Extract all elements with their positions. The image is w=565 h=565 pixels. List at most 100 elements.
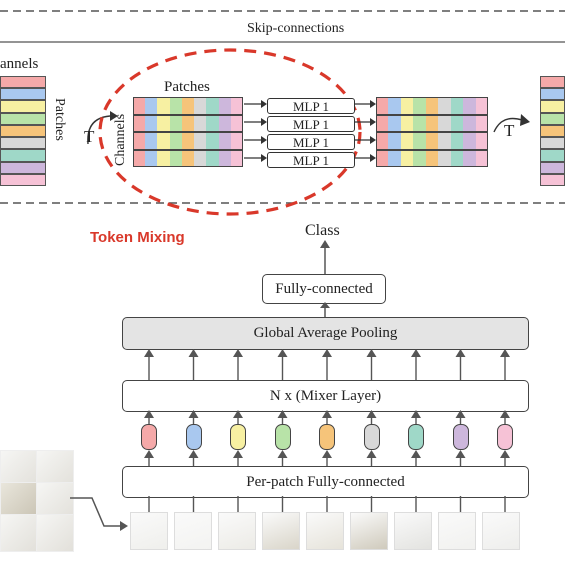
class-arrow-icon: [320, 240, 330, 274]
channel-row: [133, 97, 243, 115]
mlp-1-box: MLP 1: [267, 152, 355, 168]
channel-stripe: [0, 112, 46, 125]
patch-token: [408, 424, 424, 450]
arrow-icon: [322, 349, 332, 357]
arrow-icon: [144, 349, 154, 357]
arrow-icon: [455, 410, 466, 418]
output-table: [376, 97, 488, 167]
arrow-icon: [370, 100, 376, 108]
channel-row: [133, 114, 243, 132]
mlp-1-box: MLP 1: [267, 116, 355, 132]
sequence-patch: [438, 512, 476, 550]
output-stripe-stack: [540, 76, 565, 186]
input-image-patches: [0, 450, 74, 552]
sequence-patch: [174, 512, 212, 550]
channel-row: [133, 149, 243, 167]
arrow-icon: [322, 450, 332, 458]
fully-connected-box: Fully-connected: [262, 274, 386, 304]
channels-left-label: annels: [0, 56, 39, 72]
arrow-icon: [261, 100, 267, 108]
patches-left-label: Patches: [52, 98, 67, 141]
arrow-icon: [277, 410, 288, 418]
arrow-icon: [322, 410, 332, 418]
channel-stripe: [0, 149, 46, 162]
arrow-icon: [500, 410, 510, 418]
patch-token: [452, 424, 469, 450]
transpose-left-curved-arrow-icon: [87, 111, 118, 145]
arrow-icon: [411, 450, 421, 458]
arrow-icon: [411, 349, 421, 357]
arrow-icon: [233, 450, 243, 458]
channel-stripe: [0, 137, 46, 150]
arrow-icon: [188, 349, 199, 357]
arrow-icon: [233, 349, 243, 357]
token-mixing-ellipse: [98, 48, 362, 216]
sequence-patch: [350, 512, 388, 550]
image-patch: [0, 514, 38, 552]
channel-row: [376, 97, 488, 115]
sequence-patch: [130, 512, 168, 550]
channel-stripe: [540, 161, 565, 174]
channel-stripe: [540, 100, 565, 113]
arrow-icon: [261, 154, 267, 162]
patch-token: [185, 424, 202, 450]
arrow-icon: [366, 450, 377, 458]
arrow-icon: [370, 136, 376, 144]
mixer-block-frame: [0, 10, 565, 204]
channel-stripe: [0, 124, 46, 138]
arrow-icon: [144, 450, 154, 458]
patch-sequence: [130, 512, 520, 552]
arrow-icon: [366, 349, 377, 357]
arrow-icon: [500, 349, 510, 357]
channel-stripe: [0, 88, 46, 101]
channel-stripe: [540, 88, 565, 101]
arrow-icon: [277, 450, 288, 458]
arrow-icon: [261, 118, 267, 126]
mlp-1-box: MLP 1: [267, 98, 355, 114]
patch-token: [319, 424, 335, 450]
token-arrows: [144, 410, 510, 466]
skip-connections-label: Skip-connections: [247, 21, 345, 36]
fc-arrow-icon: [320, 302, 330, 317]
patch-channel-table: [133, 97, 243, 167]
patch-token: [497, 424, 513, 450]
channel-stripe: [0, 161, 46, 174]
transpose-left-label: T: [84, 127, 95, 146]
arrow-icon: [366, 410, 377, 418]
patch-token: [230, 424, 246, 450]
class-label: Class: [305, 222, 340, 239]
sequence-patch: [306, 512, 344, 550]
token-mixing-label: Token Mixing: [90, 229, 185, 246]
arrow-icon: [370, 118, 376, 126]
global-average-pooling-box: Global Average Pooling: [122, 317, 529, 350]
arrow-icon: [277, 349, 288, 357]
patch-token: [363, 424, 380, 450]
channel-stripe: [540, 124, 565, 138]
mixer-layer-box: N x (Mixer Layer): [122, 380, 529, 412]
arrow-icon: [188, 450, 199, 458]
flatten-arrow-icon: [70, 497, 128, 531]
mlp-1-box: MLP 1: [267, 134, 355, 150]
channel-row: [376, 114, 488, 132]
mlp-arrows: [244, 100, 376, 162]
channel-row: [376, 149, 488, 167]
image-patch: [36, 514, 74, 552]
arrow-icon: [233, 410, 243, 418]
arrow-icon: [144, 410, 154, 418]
sequence-patch: [218, 512, 256, 550]
patch-token: [274, 424, 291, 450]
sequence-patch: [482, 512, 520, 550]
channel-stripe: [0, 100, 46, 113]
channel-stripe: [540, 173, 565, 186]
pool-arrows: [144, 349, 510, 380]
channel-row: [376, 132, 488, 150]
arrow-icon: [411, 410, 421, 418]
channel-row: [133, 132, 243, 150]
patches-inner-label: Patches: [164, 79, 210, 95]
transpose-right-curved-arrow-icon: [493, 114, 530, 133]
channels-inner-label: Channels: [113, 113, 128, 166]
arrow-icon: [370, 154, 376, 162]
transpose-right-label: T: [504, 121, 515, 140]
channel-stripe: [0, 173, 46, 186]
per-patch-fc-box: Per-patch Fully-connected: [122, 466, 529, 498]
